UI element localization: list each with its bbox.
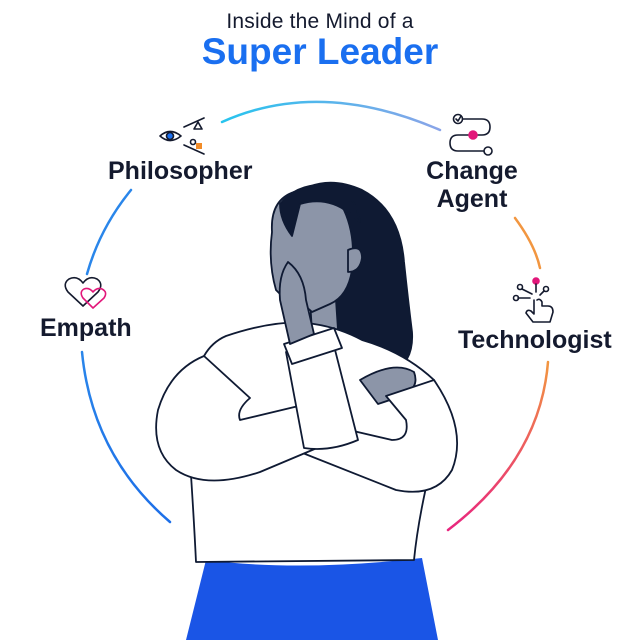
title-line-2: Super Leader: [201, 31, 439, 72]
thinking-woman-figure: [155, 181, 458, 640]
arc-top: [220, 100, 442, 132]
skirt: [186, 558, 438, 640]
title-line-1: Inside the Mind of a: [226, 10, 414, 33]
eye-shapes-icon: [159, 117, 205, 155]
label-change-agent-line2: Agent: [436, 185, 508, 213]
arc-left-upper: [85, 188, 133, 276]
touch-network-icon: [512, 277, 554, 323]
two-hearts-icon: [64, 276, 107, 309]
hand-chin: [278, 261, 315, 345]
arc-left-lower: [80, 350, 172, 524]
arc-right-lower: [446, 360, 550, 532]
label-change-agent: Change Agent: [420, 157, 524, 213]
path-nodes-icon: [449, 113, 493, 156]
label-technologist: Technologist: [458, 326, 612, 354]
sleeve-right: [289, 379, 458, 493]
cuff: [283, 327, 343, 365]
hair-fringe: [279, 183, 361, 237]
label-change-agent-line1: Change: [426, 157, 518, 185]
label-empath: Empath: [40, 314, 132, 342]
arm-left: [155, 355, 337, 482]
label-philosopher: Philosopher: [108, 157, 253, 185]
arc-right-upper: [513, 216, 542, 270]
ear: [347, 247, 363, 273]
